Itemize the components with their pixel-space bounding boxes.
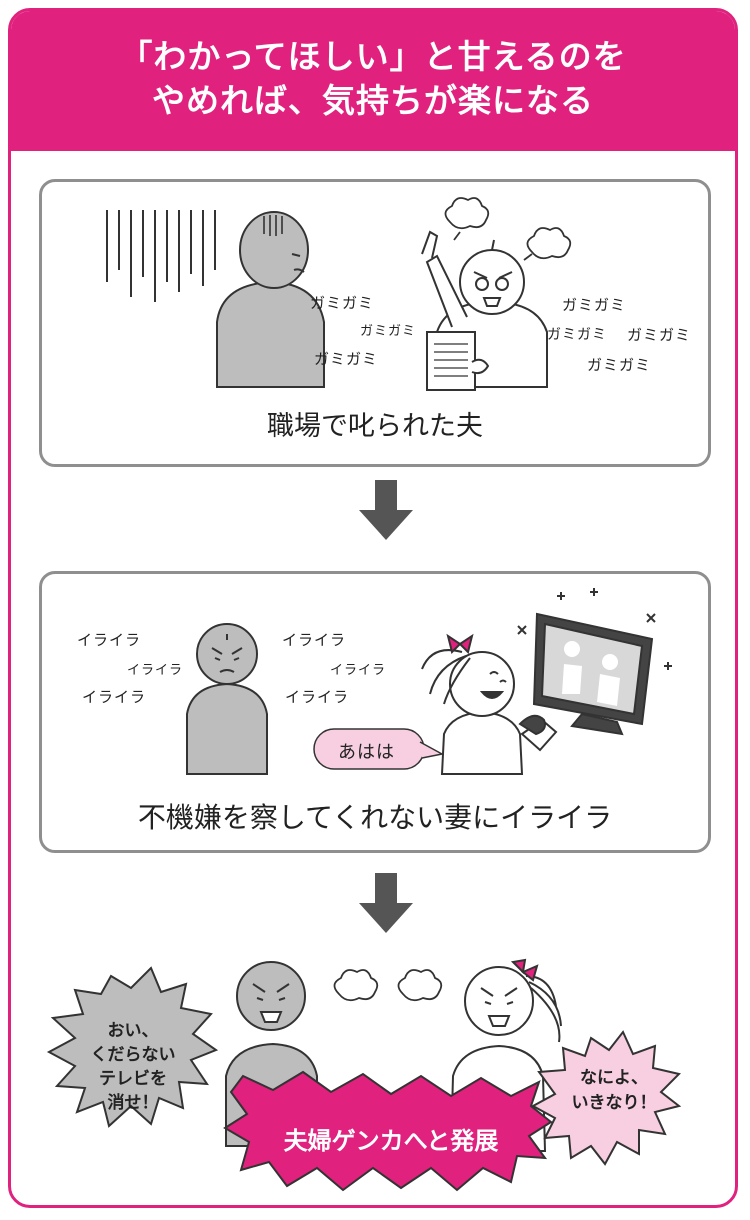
sfx-irritation: イライラ [330,663,387,678]
scene-panel-irritated: イライラ イライラ イライラ イライラ イライラ イライラ あはは 不機嫌を察し… [39,571,711,853]
sfx-irritation: イライラ [82,688,147,706]
title-line-1: 「わかってほしい」と甘えるのを [119,37,627,76]
scene-illustration-argument [46,958,682,1192]
wife-laugh-text: あはは [338,742,395,763]
gloom-lines-icon [106,210,216,302]
sfx-irritation: イライラ [77,631,142,649]
sfx-irritation: イライラ [282,631,347,649]
wife-laughing-figure [421,633,558,775]
panel1-caption: 職場で叱られた夫 [267,411,483,442]
husband-irritated-figure [186,623,268,775]
husband-shout-line: おい、 [107,1021,159,1041]
scene-illustration-irritated [186,588,672,775]
result-caption: 夫婦ゲンカへと発展 [283,1127,499,1155]
title-line-2: やめれば、気持ちが楽になる [152,81,594,120]
wife-shout-line: いきなり！ [571,1093,657,1113]
husband-shout-text: おい、 くだらない テレビを 消せ！ [73,1019,193,1115]
sfx-nagging: ガミガミ [360,324,417,339]
anger-puff-icon [333,969,443,1002]
title-banner: 「わかってほしい」と甘えるのを やめれば、気持ちが楽になる [11,11,735,151]
sfx-irritation: イライラ [285,688,350,706]
scene-panel-scolded: ガミガミ ガミガミ ガミガミ ガミガミ ガミガミ ガミガミ ガミガミ 職場で叱ら… [39,179,711,467]
sparkle-icon [517,588,672,670]
down-arrow-icon [359,873,413,933]
down-arrow-icon [359,480,413,540]
sfx-nagging: ガミガミ [310,294,375,312]
husband-gloomy-figure [216,211,325,388]
wife-shout-text: なによ、 いきなり！ [559,1066,669,1116]
result-burst [223,1070,553,1192]
sfx-nagging: ガミガミ [314,350,379,368]
sfx-nagging: ガミガミ [562,296,627,314]
wife-speech-bubble [313,728,445,770]
sfx-nagging: ガミガミ [547,327,607,343]
husband-shout-bubble [46,966,219,1128]
anger-puff-icon [444,197,572,261]
television-icon [532,612,654,736]
sfx-nagging: ガミガミ [627,326,692,344]
husband-shout-line: 消せ！ [107,1093,159,1113]
sfx-irritation: イライラ [127,663,184,678]
sfx-nagging: ガミガミ [587,356,652,374]
wife-shout-bubble [530,1030,682,1166]
husband-shout-line: くだらない [90,1045,176,1065]
panel2-caption: 不機嫌を察してくれない妻にイライラ [137,801,613,834]
wife-shout-line: なによ、 [580,1068,648,1088]
boss-figure [421,230,548,391]
card-frame: 「わかってほしい」と甘えるのを やめれば、気持ちが楽になる [8,8,738,1208]
scene-illustration-scolded [106,197,572,391]
husband-shout-line: テレビを [99,1069,167,1089]
